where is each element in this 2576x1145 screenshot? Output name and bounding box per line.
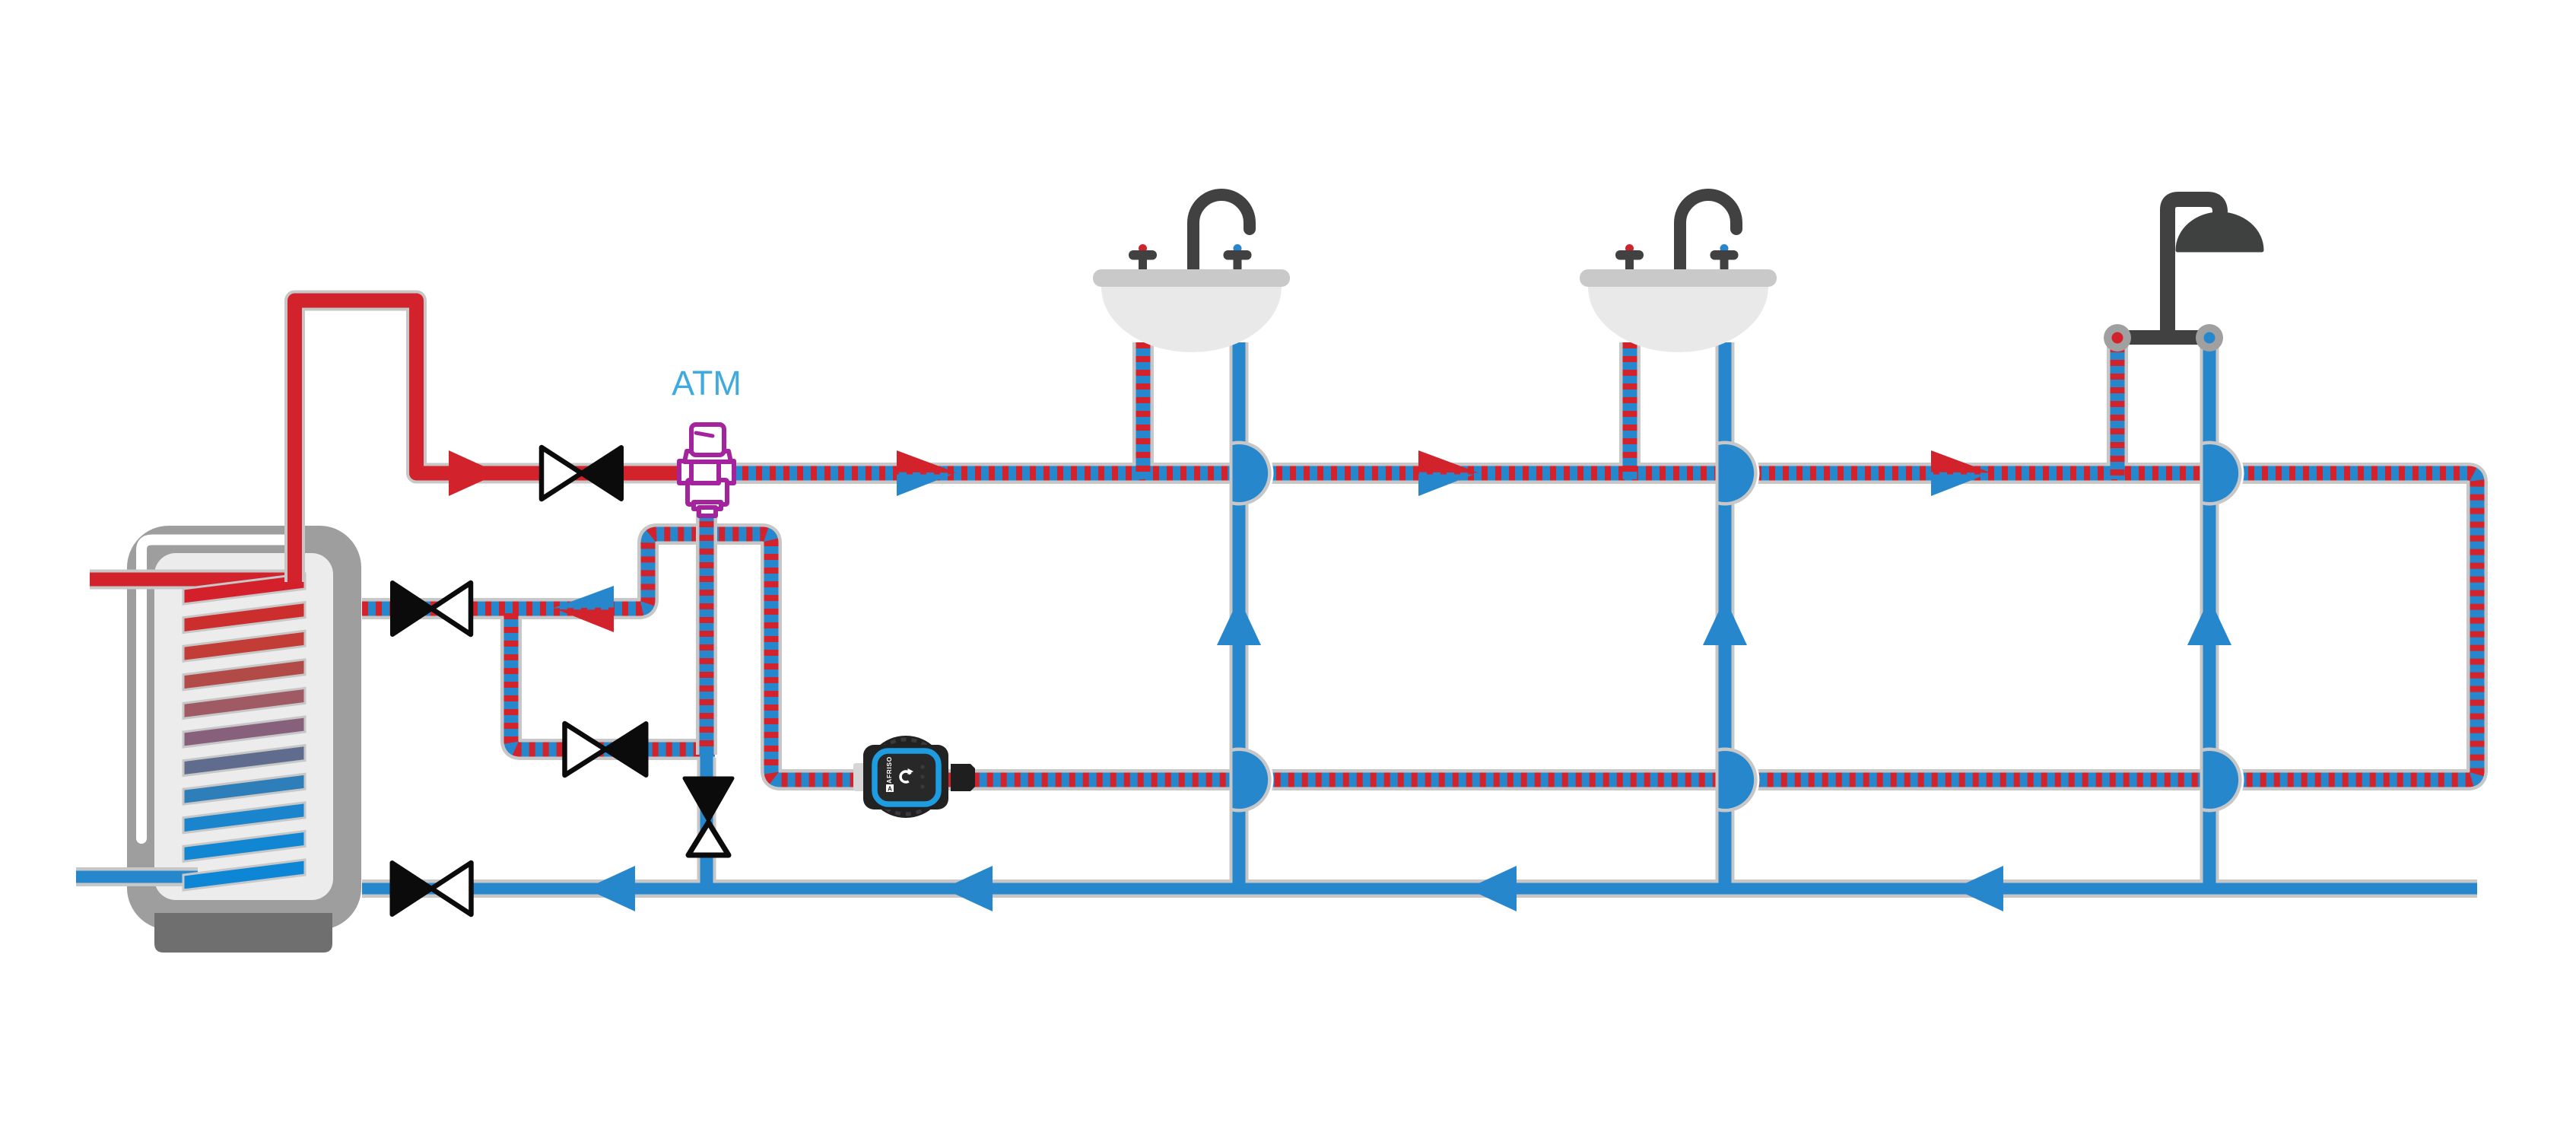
svg-text:AFRISO: AFRISO [885,756,893,784]
svg-text:ATM: ATM [672,364,742,402]
svg-text:A: A [888,786,892,793]
